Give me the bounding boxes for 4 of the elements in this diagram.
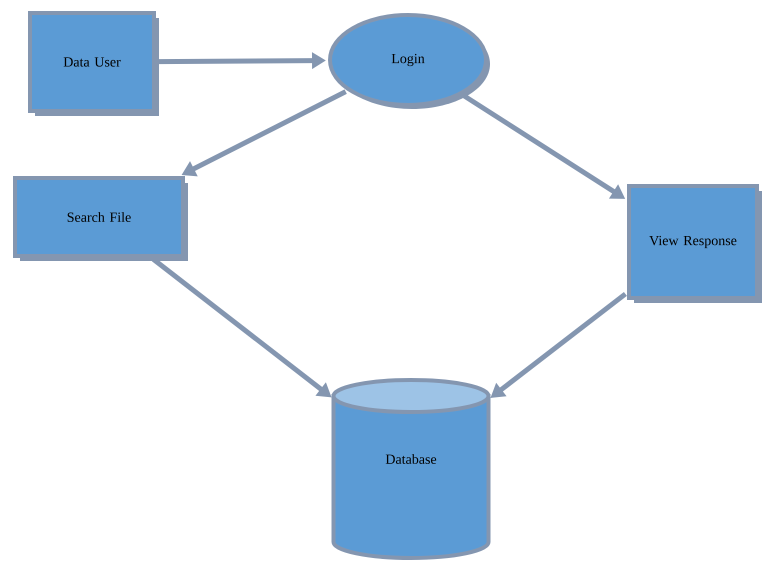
process-box: Search File <box>13 176 188 261</box>
process-box: Data User <box>28 11 159 116</box>
database-cylinder: Database <box>332 378 490 560</box>
process-box: View Response <box>627 184 762 303</box>
